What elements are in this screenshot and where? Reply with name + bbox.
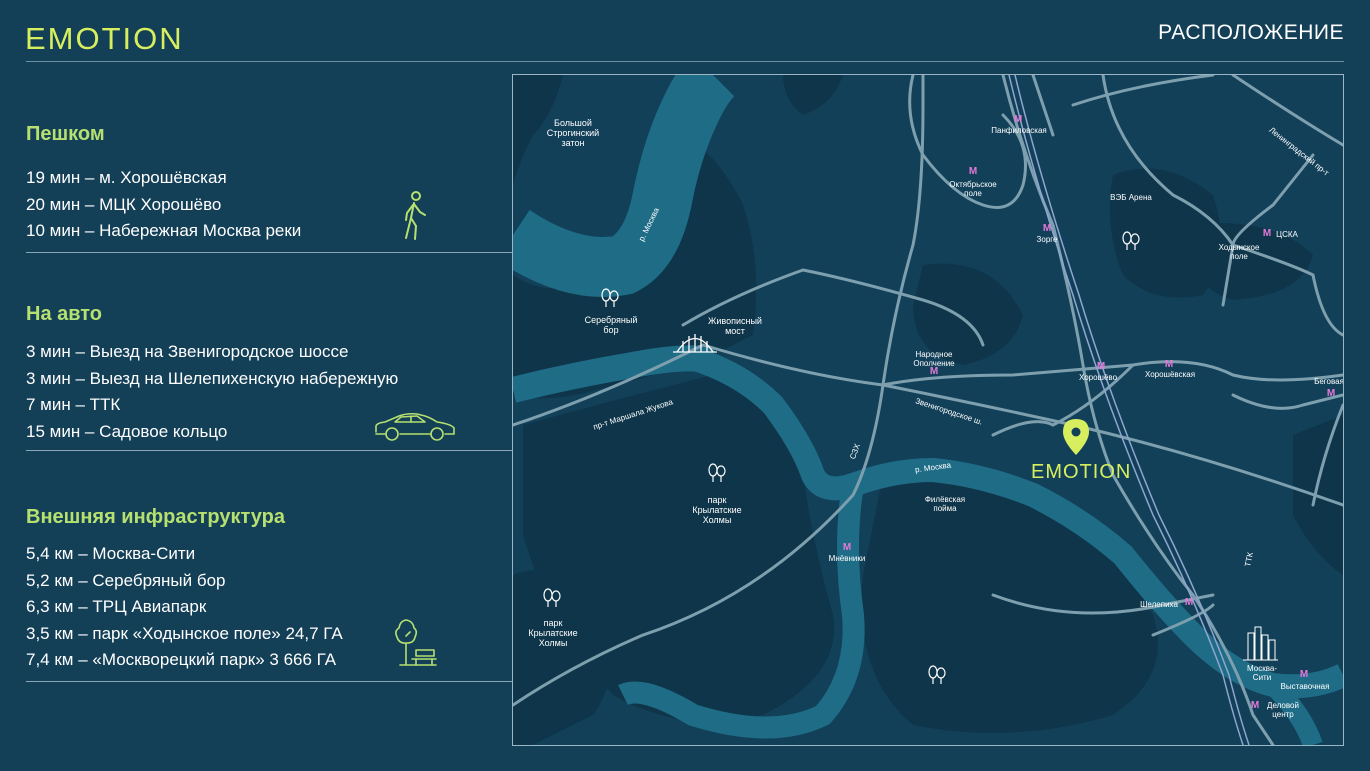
map-label-panfilovskaya: Панфиловская — [991, 126, 1047, 135]
section-divider — [26, 450, 512, 451]
map-label-khoroshevo: Хорошёво — [1078, 373, 1118, 382]
map-emotion-logo: EMOTION — [1031, 461, 1132, 483]
map-label-shelepikha: Шелепиха — [1140, 600, 1178, 609]
metro-icon: М — [1164, 359, 1174, 370]
infrastructure-section-title: Внешняя инфраструктура — [26, 506, 286, 528]
walking-person-icon — [405, 191, 426, 240]
map-label-moskva-city: Москва-Сити — [1247, 664, 1277, 682]
infrastructure-section: Внешняя инфраструктура 5,4 км – Москва-С… — [26, 505, 512, 674]
list-item: 19 мин – м. Хорошёвская — [26, 168, 227, 187]
metro-icon: М — [1042, 223, 1052, 234]
metro-icon: М — [968, 166, 978, 177]
walking-section: Пешком 19 мин – м. Хорошёвская 20 мин – … — [26, 122, 512, 245]
list-item: 6,3 км – ТРЦ Авиапарк — [26, 597, 207, 616]
metro-icon: М — [1262, 228, 1272, 239]
map-label-filevskaya: Филёвская пойма — [924, 495, 966, 513]
map-label-krylatskie: парк Крылатские Холмы — [528, 618, 578, 648]
map-label-tsska: ЦСКА — [1276, 230, 1298, 239]
metro-icon: М — [1326, 388, 1336, 399]
map-label-khodynskoe: Ходынское поле — [1218, 243, 1260, 261]
walking-section-title: Пешком — [26, 123, 105, 145]
map-label-oktyabrskoe: Октябрьское поле — [949, 180, 997, 198]
map-river — [513, 75, 1343, 745]
section-divider — [26, 681, 512, 682]
map-label-mnevniki: Мнёвники — [828, 554, 866, 563]
car-section: На авто 3 мин – Выезд на Звенигородское … — [26, 302, 512, 445]
car-list: 3 мин – Выезд на Звенигородское шоссе 3 … — [26, 339, 512, 445]
map-label-serebryany: Серебряный бор — [584, 315, 638, 335]
section-divider — [26, 252, 512, 253]
page-title: РАСПОЛОЖЕНИЕ — [1158, 21, 1344, 44]
location-pin-icon — [1063, 419, 1089, 455]
map-label-begovaya: Беговая — [1314, 377, 1344, 386]
park-bench-icon — [395, 619, 437, 666]
map-label-khoroshevskaya: Хорошёвская — [1144, 370, 1196, 379]
tree-icons — [543, 231, 1140, 684]
map-label-vystavochnaya: Выставочная — [1280, 682, 1330, 691]
map-label-narodnoe: Народное Ополчение — [913, 350, 955, 368]
list-item: 20 мин – МЦК Хорошёво — [26, 194, 222, 214]
list-item: 15 мин – Садовое кольцо — [26, 421, 228, 441]
list-item: 5,2 км – Серебряный бор — [26, 570, 226, 590]
map-railway — [1008, 75, 1250, 745]
metro-icon: М — [929, 366, 939, 377]
metro-icon: М — [842, 542, 852, 553]
map-label-zorge: Зорге — [1036, 235, 1058, 244]
header-divider — [26, 61, 1344, 62]
list-item: 3 мин – Выезд на Звенигородское шоссе — [26, 342, 349, 361]
map-label-veb: ВЭБ Арена — [1110, 193, 1152, 202]
map-label-bridge: Живописный мост — [708, 316, 762, 336]
list-item: 5,4 км – Москва-Сити — [26, 544, 196, 563]
map-label-strogino: Большой Строгинский затон — [546, 118, 600, 148]
walking-list: 19 мин – м. Хорошёвская 20 мин – МЦК Хор… — [26, 165, 512, 245]
map-canvas — [513, 75, 1343, 745]
metro-icon: М — [1013, 114, 1023, 125]
metro-icon: М — [1096, 361, 1106, 372]
location-map[interactable]: Большой Строгинский затон Серебряный бор… — [512, 74, 1344, 746]
moskva-city-icon — [1243, 626, 1278, 661]
metro-icon: М — [1250, 700, 1260, 711]
list-item: 7,4 км – «Москворецкий парк» 3 666 ГА — [26, 650, 337, 669]
car-section-title: На авто — [26, 303, 103, 325]
bridge-icon — [673, 334, 717, 353]
logo: EMOTION — [25, 21, 184, 56]
map-label-delovoy: Деловой центр — [1267, 701, 1299, 719]
infrastructure-list: 5,4 км – Москва-Сити 5,2 км – Серебряный… — [26, 541, 512, 674]
metro-icon: М — [1184, 597, 1194, 608]
list-item: 3,5 км – парк «Ходынское поле» 24,7 ГА — [26, 623, 343, 643]
list-item: 3 мин – Выезд на Шелепихенскую набережну… — [26, 368, 399, 388]
list-item: 7 мин – ТТК — [26, 395, 121, 414]
map-label-krylatskie: парк Крылатские Холмы — [692, 495, 742, 525]
list-item: 10 мин – Набережная Москва реки — [26, 221, 302, 240]
metro-icon: М — [1299, 669, 1309, 680]
car-icon — [375, 412, 455, 441]
